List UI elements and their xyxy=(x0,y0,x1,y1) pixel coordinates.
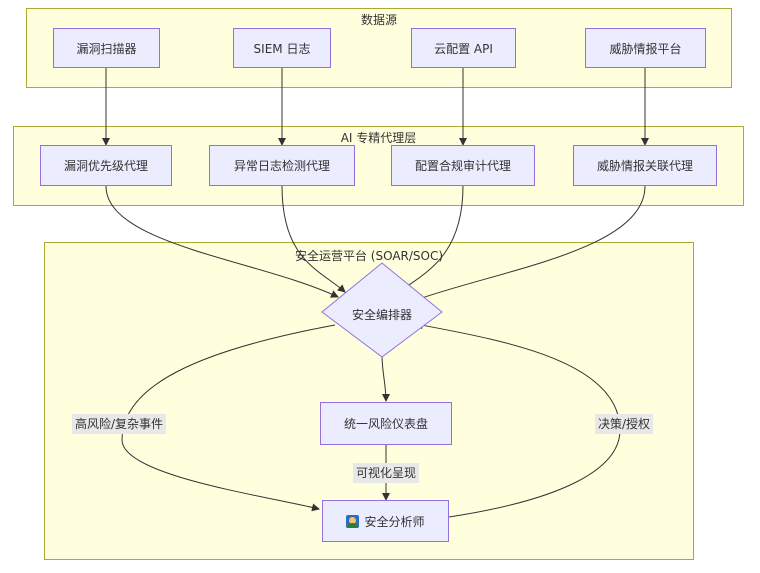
edge-label-high-risk: 高风险/复杂事件 xyxy=(72,414,167,434)
node-security-orchestrator-label: 安全编排器 xyxy=(351,308,412,322)
node-vuln-scanner: 漏洞扫描器 xyxy=(53,28,160,68)
node-anomaly-log-agent-label: 异常日志检测代理 xyxy=(233,159,330,173)
edge-vuln-agent-to-orchestrator xyxy=(105,185,339,298)
node-threat-intel-agent: 威胁情报关联代理 xyxy=(573,145,717,186)
node-vuln-priority-agent: 漏洞优先级代理 xyxy=(40,145,172,186)
node-unified-risk-dashboard: 统一风险仪表盘 xyxy=(320,402,452,445)
node-threat-intel-agent-label: 威胁情报关联代理 xyxy=(596,159,693,173)
node-vuln-priority-agent-label: 漏洞优先级代理 xyxy=(63,159,148,173)
group-title-security-platform: 安全运营平台 (SOAR/SOC) xyxy=(294,249,444,263)
node-siem-logs-label: SIEM 日志 xyxy=(253,41,311,56)
node-cloud-config-api: 云配置 API xyxy=(411,28,516,68)
edge-label-decision: 决策/授权 xyxy=(595,414,654,434)
edge-orchestrator-to-analyst xyxy=(121,324,336,512)
node-siem-logs: SIEM 日志 xyxy=(233,28,331,68)
node-threat-intel-platform-label: 威胁情报平台 xyxy=(609,41,682,56)
node-vuln-scanner-label: 漏洞扫描器 xyxy=(76,41,137,56)
node-config-compliance-agent-label: 配置合规审计代理 xyxy=(414,159,511,173)
node-unified-risk-dashboard-label: 统一风险仪表盘 xyxy=(343,417,428,431)
group-title-data-sources: 数据源 xyxy=(360,13,397,27)
node-security-orchestrator-shape xyxy=(321,262,443,358)
node-security-analyst-label: 安全分析师 xyxy=(364,514,425,529)
node-config-compliance-agent: 配置合规审计代理 xyxy=(391,145,535,186)
edge-anomaly-agent-to-orchestrator xyxy=(281,185,346,293)
node-cloud-config-api-label: 云配置 API xyxy=(434,41,493,56)
group-title-ai-agents: AI 专精代理层 xyxy=(340,131,417,145)
node-anomaly-log-agent: 异常日志检测代理 xyxy=(209,145,355,186)
node-threat-intel-platform: 威胁情报平台 xyxy=(585,28,706,68)
analyst-icon xyxy=(346,514,360,528)
edge-label-visualize: 可视化呈现 xyxy=(353,463,420,483)
edge-orchestrator-to-dashboard xyxy=(381,354,390,402)
edge-intel-agent-to-orchestrator xyxy=(415,185,646,302)
node-security-analyst: 安全分析师 xyxy=(322,500,449,542)
